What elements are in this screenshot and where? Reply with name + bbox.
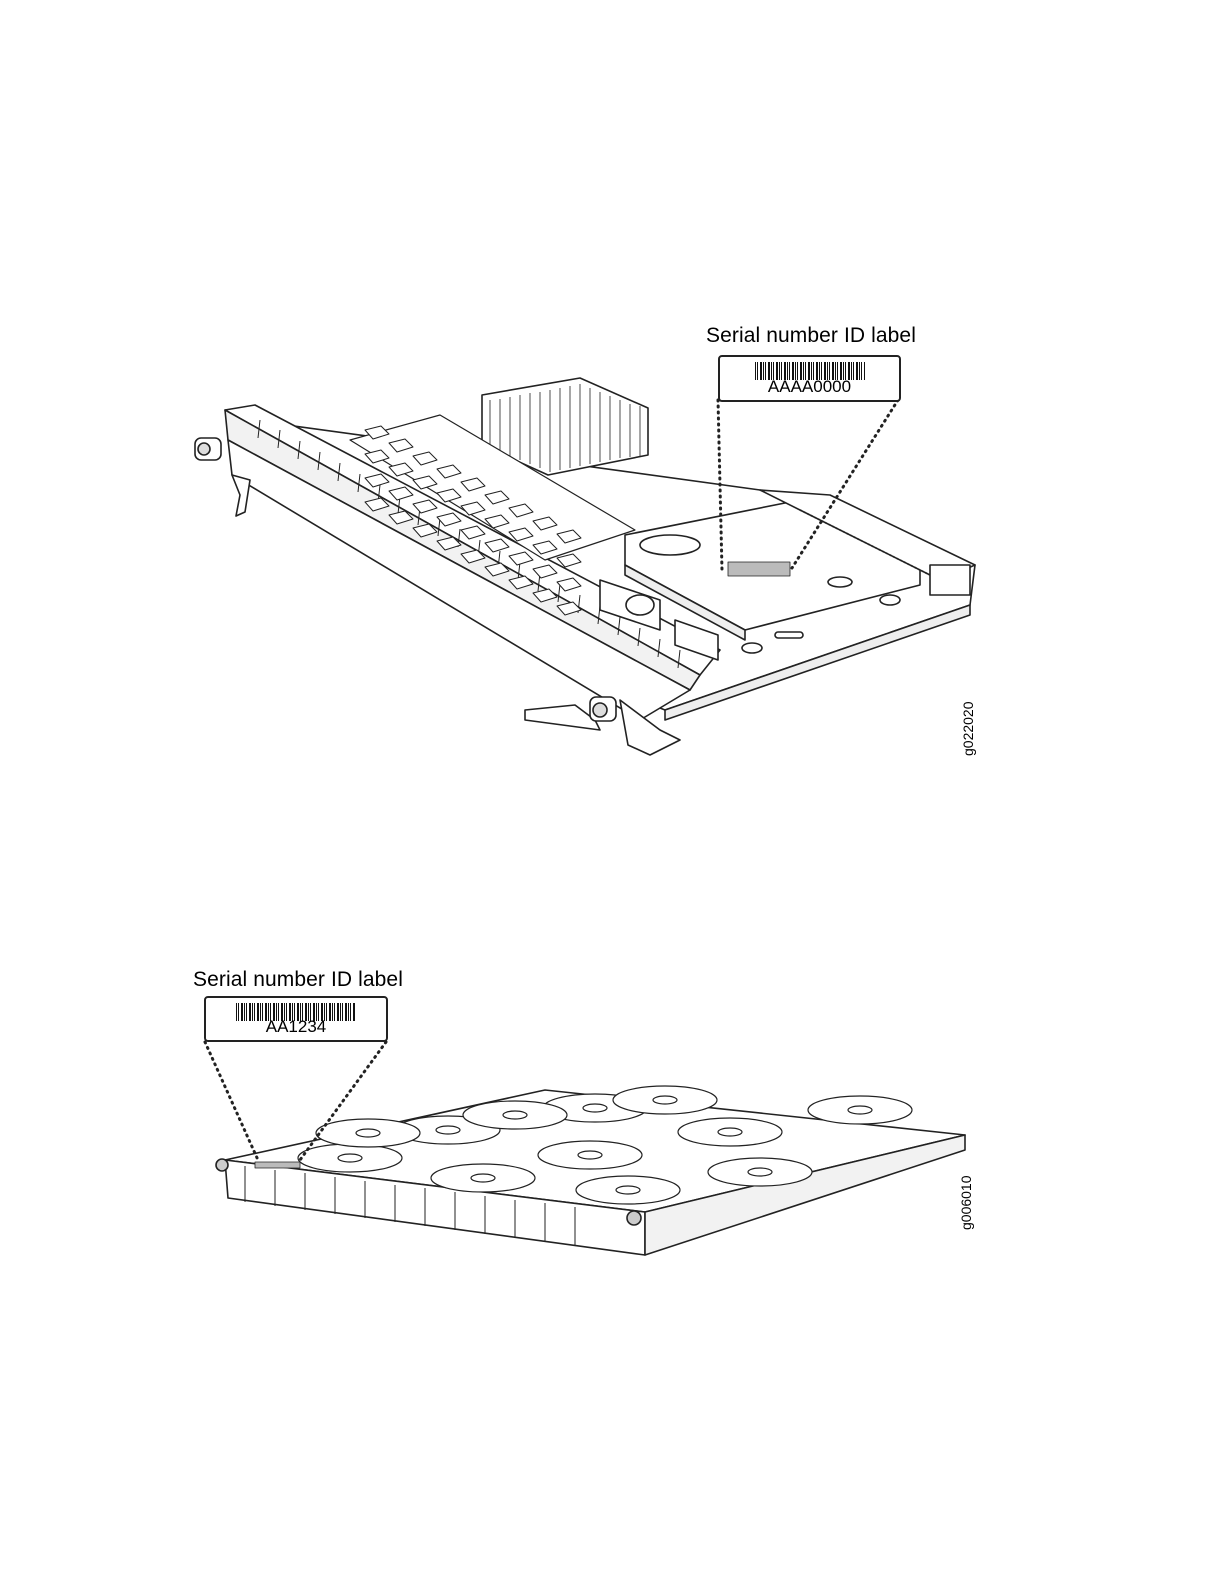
thumbscrew-top <box>195 438 221 460</box>
callout-title: Serial number ID label <box>706 324 916 348</box>
fan-hub <box>578 1151 602 1159</box>
thumbscrew-right <box>627 1211 641 1225</box>
figure-id: g022020 <box>960 701 976 756</box>
circuit-board-drawing <box>0 300 1224 780</box>
serial-id-label: AA1234 <box>204 996 388 1042</box>
serial-number: AA1234 <box>206 1017 386 1037</box>
figure-circuit-board: Serial number ID label AAAA0000 g022020 <box>0 300 1224 780</box>
fan-hub <box>748 1168 772 1176</box>
thumbscrew-left <box>216 1159 228 1171</box>
fan-hub <box>583 1104 607 1112</box>
fan-hub <box>653 1096 677 1104</box>
fan-hub <box>356 1129 380 1137</box>
serial-label-patch <box>255 1162 300 1168</box>
fan-hub <box>718 1128 742 1136</box>
serial-label-patch <box>728 562 790 576</box>
fan-hub <box>338 1154 362 1162</box>
serial-id-label: AAAA0000 <box>718 355 901 402</box>
callout-title: Serial number ID label <box>193 968 403 992</box>
fan-tray-drawing <box>0 950 1224 1280</box>
fan-hub <box>436 1126 460 1134</box>
figure-fan-tray: Serial number ID label AA1234 g006010 <box>0 950 1224 1280</box>
serial-number: AAAA0000 <box>720 377 899 397</box>
fan-hub <box>503 1111 527 1119</box>
fan-hub <box>471 1174 495 1182</box>
fan-hub <box>848 1106 872 1114</box>
fan-hub <box>616 1186 640 1194</box>
figure-id: g006010 <box>958 1175 974 1230</box>
thumbscrew-bottom <box>590 697 616 721</box>
